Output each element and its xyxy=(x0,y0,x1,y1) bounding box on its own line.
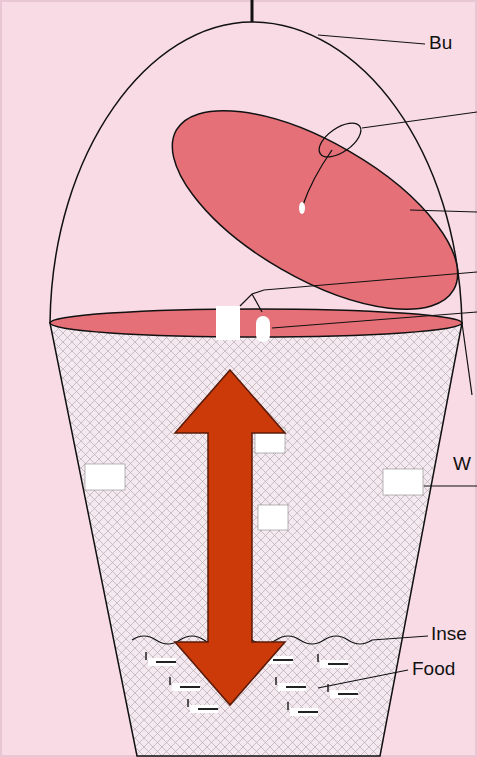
food-piece xyxy=(320,660,348,668)
part-label: Inse xyxy=(430,624,468,645)
food-piece xyxy=(190,705,218,713)
food-piece xyxy=(278,683,306,691)
food-mark xyxy=(287,702,289,710)
bait-vial xyxy=(256,316,270,342)
food-mark xyxy=(298,711,318,713)
food-mark xyxy=(187,699,189,707)
food-mark xyxy=(145,652,147,660)
food-mark xyxy=(156,661,176,663)
food-mark xyxy=(169,677,171,685)
wire-end xyxy=(299,202,305,214)
food-mark xyxy=(327,684,329,692)
part-label: Bu xyxy=(428,33,453,54)
net-windows xyxy=(85,428,423,530)
lid-loop xyxy=(313,116,366,163)
food-mark xyxy=(275,677,277,685)
lid-wire xyxy=(303,150,332,205)
hanging-cord xyxy=(251,0,254,22)
bait-packet xyxy=(216,306,240,340)
food-piece xyxy=(290,708,318,716)
food-mark xyxy=(198,708,218,710)
movement-arrow xyxy=(175,370,285,705)
food-mark xyxy=(317,654,319,662)
part-label: W xyxy=(452,454,472,475)
leader-lines xyxy=(264,35,477,688)
food-mark xyxy=(286,686,306,688)
bait-strings xyxy=(240,290,264,312)
net-cone xyxy=(50,323,462,756)
food-mark xyxy=(180,686,200,688)
food-mark xyxy=(328,663,348,665)
food-piece xyxy=(330,690,358,698)
food-piece xyxy=(172,683,200,691)
part-label: Food xyxy=(411,659,456,680)
lid xyxy=(142,71,477,349)
food-mark xyxy=(273,659,293,661)
food-mark xyxy=(338,693,358,695)
food-piece xyxy=(148,658,176,666)
